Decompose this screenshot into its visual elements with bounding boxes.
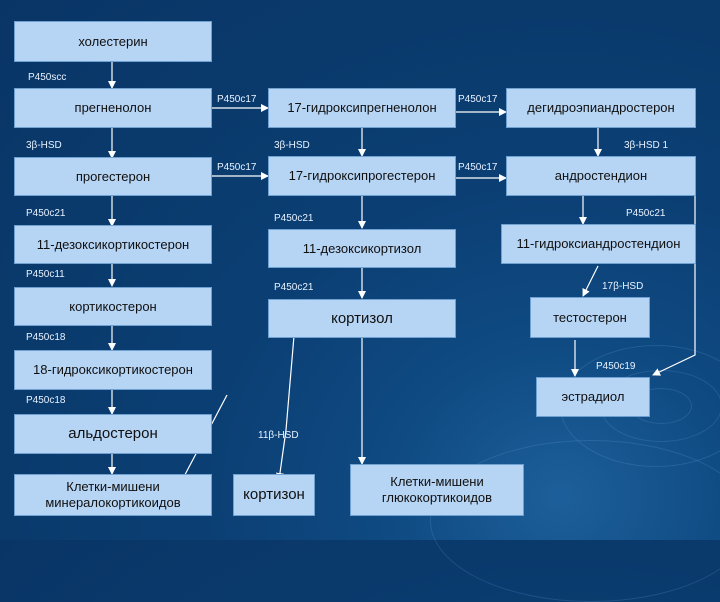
enzyme-11b-hsd: 11β-HSD	[258, 430, 299, 441]
enzyme-p450c17-row2-b: P450c17	[458, 162, 498, 173]
enzyme-p450c21-left: P450c21	[26, 208, 66, 219]
node-pregnenolone: прегненолон	[14, 88, 212, 128]
node-mineralocorticoid-targets: Клетки-мишени минералокортикоидов	[14, 474, 212, 516]
enzyme-3b-hsd-mid: 3β-HSD	[274, 140, 310, 151]
arrow-cortisol-cortisone	[276, 323, 296, 481]
node-corticosterone: кортикостерон	[14, 287, 212, 326]
enzyme-p450c11: P450c11	[26, 269, 65, 280]
enzyme-p450c19: P450c19	[596, 361, 636, 372]
enzyme-p450c21-right: P450c21	[626, 208, 666, 219]
node-estradiol: эстрадиол	[536, 377, 650, 417]
node-androstenedione: андростендион	[506, 156, 696, 196]
node-17-hydroxyprogesterone: 17-гидроксипрогестерон	[268, 156, 456, 196]
node-cholesterol: холестерин	[14, 21, 212, 62]
enzyme-p450c18-a: P450c18	[26, 332, 66, 343]
node-11-deoxycortisol: 11-дезоксикортизол	[268, 229, 456, 268]
node-cortisol: кортизол	[268, 299, 456, 338]
enzyme-3b-hsd-right: 3β-HSD 1	[624, 140, 669, 151]
enzyme-p450c21-mid: P450c21	[274, 213, 314, 224]
node-testosterone: тестостерон	[530, 297, 650, 338]
node-aldosterone: альдостерон	[14, 414, 212, 454]
node-cortisone: кортизон	[233, 474, 315, 516]
enzyme-17b-hsd: 17β-HSD	[602, 281, 644, 292]
node-11-hydroxyandrostenedione: 11-гидроксиандростендион	[501, 224, 696, 264]
node-glucocorticoid-targets: Клетки-мишени глюкокортикоидов	[350, 464, 524, 516]
arrow-androstenedione-estradiol	[652, 177, 696, 376]
node-progesterone: прогестерон	[14, 157, 212, 196]
node-17-hydroxypregnenolone: 17-гидроксипрегненолон	[268, 88, 456, 128]
enzyme-p450c17-row1-a: P450c17	[217, 94, 257, 105]
node-11-deoxycorticosterone: 11-дезоксикортикостерон	[14, 225, 212, 264]
arrow-hydroxyandrostenedione-testosterone	[582, 265, 599, 297]
enzyme-3b-hsd-left: 3β-HSD	[26, 140, 62, 151]
enzyme-p450c17-row2-a: P450c17	[217, 162, 257, 173]
enzyme-p450c17-row1-b: P450c17	[458, 94, 498, 105]
pathway-arrows	[108, 81, 696, 487]
enzyme-p450c21-mid2: P450c21	[274, 282, 314, 293]
node-dhea: дегидроэпиандростерон	[506, 88, 696, 128]
node-18-hydroxycorticosterone: 18-гидроксикортикостерон	[14, 350, 212, 390]
enzyme-p450scc: P450scc	[28, 72, 67, 83]
enzyme-p450c18-b: P450c18	[26, 395, 66, 406]
